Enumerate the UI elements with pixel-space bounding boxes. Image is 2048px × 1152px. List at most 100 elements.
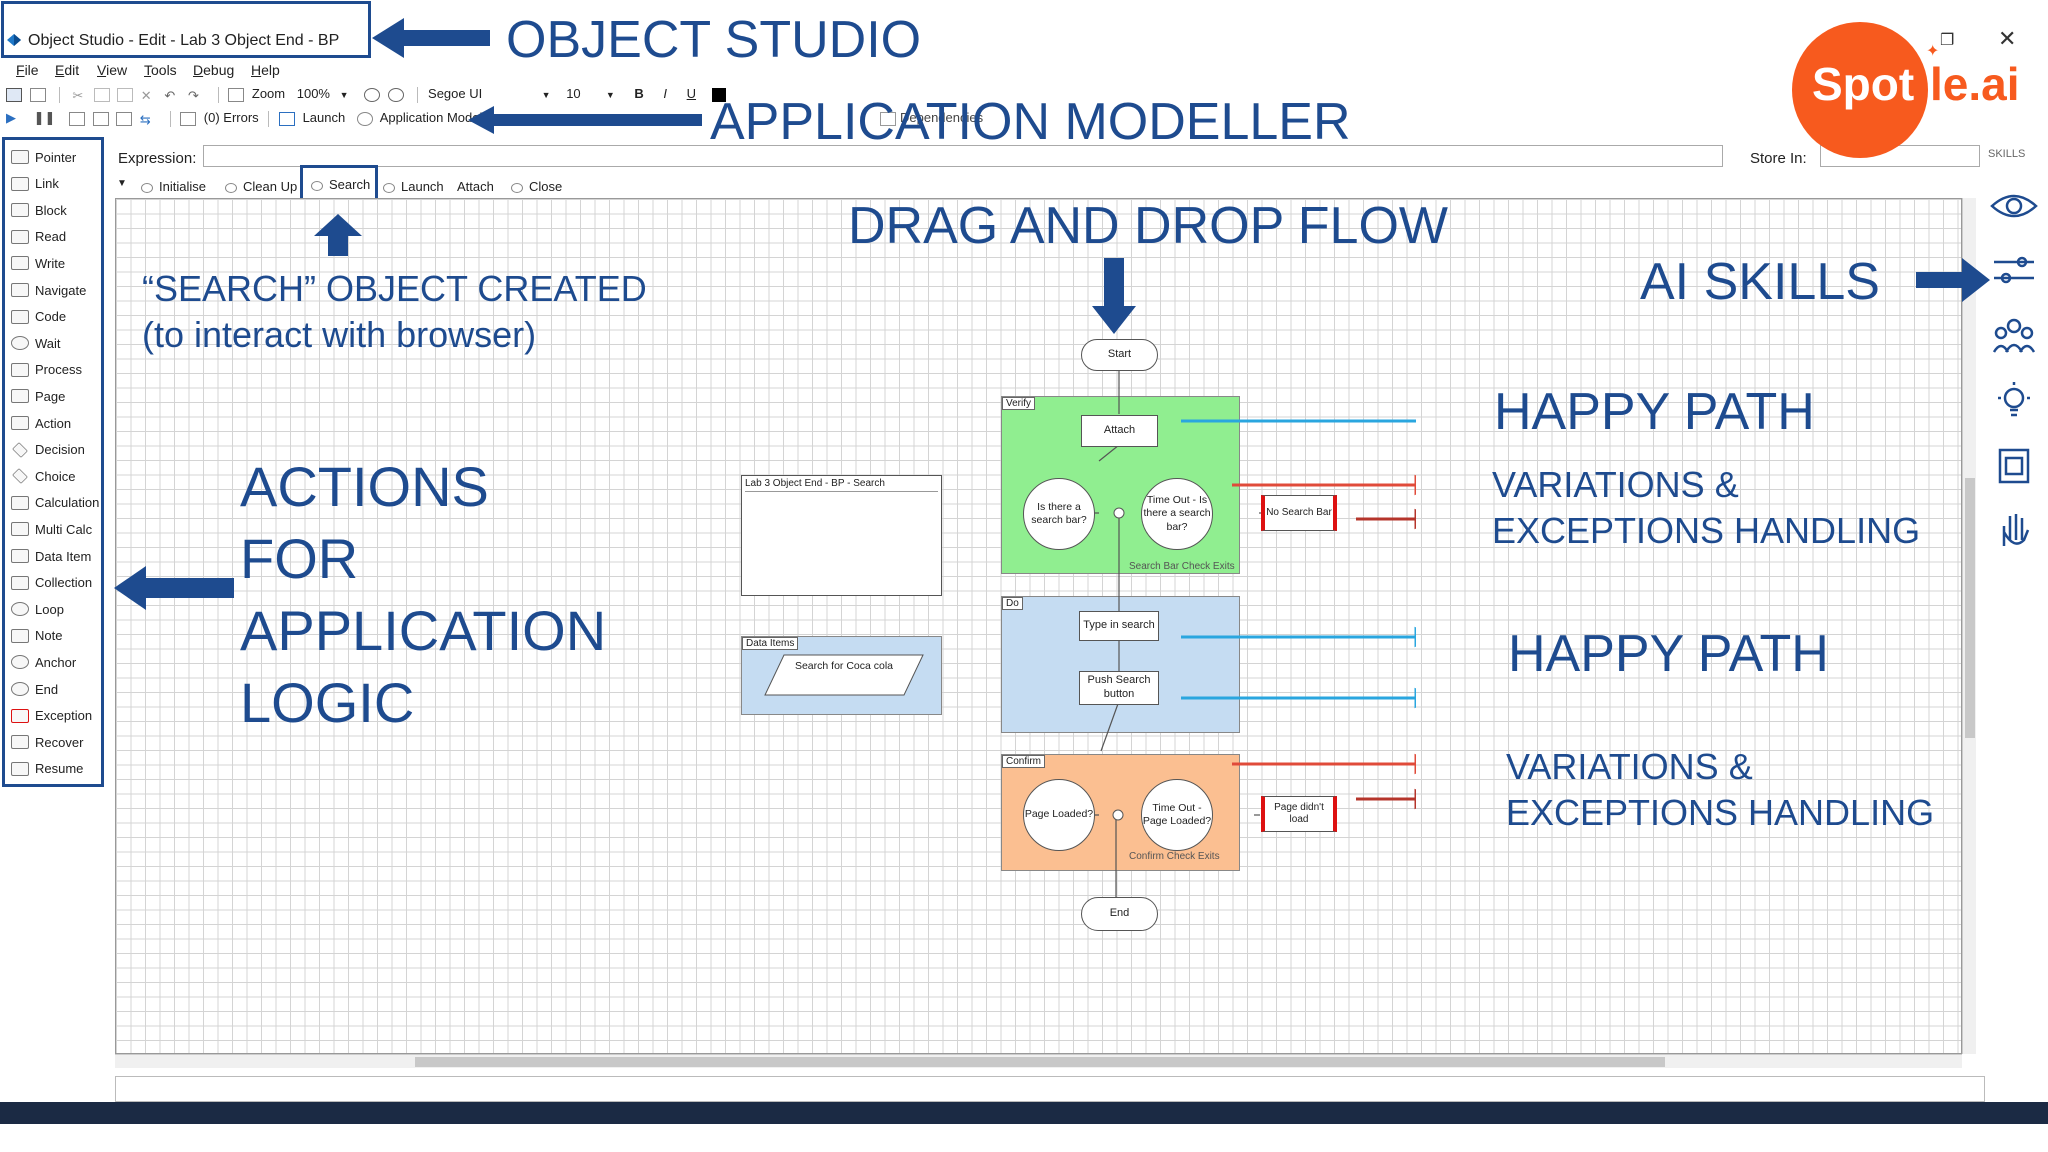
step-over-icon[interactable] [92, 111, 109, 126]
paste-icon[interactable] [117, 87, 134, 102]
end-stage[interactable]: End [1081, 897, 1158, 931]
color-picker[interactable] [711, 87, 726, 102]
menu-edit[interactable]: Edit [55, 62, 80, 78]
palette-item-data-item[interactable]: Data Item [11, 545, 91, 567]
decision-timeout-search[interactable]: Time Out - Is there a search bar? [1141, 478, 1213, 550]
palette-item-block[interactable]: Block [11, 199, 67, 221]
frame-icon[interactable] [1990, 446, 2038, 486]
menu-debug[interactable]: Debug [193, 62, 235, 78]
palette-item-resume[interactable]: Resume [11, 758, 83, 780]
close-icon[interactable]: ✕ [1998, 26, 2017, 51]
zoom-in-icon[interactable] [364, 87, 381, 102]
exception-no-search-bar[interactable]: No Search Bar [1261, 495, 1337, 531]
chevron-down-icon[interactable]: ▼ [339, 90, 349, 100]
horizontal-scroll-thumb[interactable] [415, 1057, 1665, 1067]
undo-icon[interactable]: ↶ [164, 87, 176, 103]
step-out-icon[interactable] [116, 111, 133, 126]
palette-item-link[interactable]: Link [11, 173, 59, 195]
process-canvas[interactable]: Lab 3 Object End - BP - Search Data Item… [115, 198, 1962, 1054]
tab-close[interactable]: Close [511, 179, 562, 194]
decision-search-bar[interactable]: Is there a search bar? [1023, 478, 1095, 550]
tab-initialise[interactable]: Initialise [141, 179, 206, 194]
palette-item-wait[interactable]: Wait [11, 332, 61, 354]
horizontal-scrollbar[interactable] [115, 1054, 1962, 1068]
collection-icon [11, 575, 29, 590]
palette-item-loop[interactable]: Loop [11, 598, 64, 620]
palette-item-process[interactable]: Process [11, 359, 82, 381]
palette-item-pointer[interactable]: Pointer [11, 146, 76, 168]
zoom-out-icon[interactable] [387, 87, 404, 102]
errors-icon[interactable] [180, 111, 197, 126]
save-icon[interactable] [6, 87, 22, 102]
decision-page-loaded[interactable]: Page Loaded? [1023, 779, 1095, 851]
redo-icon[interactable]: ↷ [188, 87, 199, 103]
font-select[interactable]: Segoe UI [428, 86, 483, 101]
palette-item-code[interactable]: Code [11, 306, 66, 328]
menu-view[interactable]: View [97, 62, 128, 78]
start-stage[interactable]: Start [1081, 339, 1158, 371]
menu-help[interactable]: Help [251, 62, 280, 78]
palette-item-collection[interactable]: Collection [11, 572, 92, 594]
italic-button[interactable]: I [663, 86, 668, 101]
tab-clean-up[interactable]: Clean Up [225, 179, 297, 194]
attach-action[interactable]: Attach [1081, 415, 1158, 447]
step-icon[interactable] [69, 111, 86, 126]
vertical-scrollbar[interactable] [1962, 198, 1976, 1054]
tabs-menu-icon[interactable]: ▼ [117, 178, 127, 189]
eye-icon[interactable] [1990, 186, 2038, 226]
type-in-search-stage[interactable]: Type in search [1079, 611, 1159, 641]
menu-file[interactable]: File [16, 62, 39, 78]
palette-item-choice[interactable]: Choice [11, 465, 75, 487]
delete-icon[interactable]: ✕ [140, 87, 152, 103]
palette-item-recover[interactable]: Recover [11, 731, 83, 753]
palette-item-page[interactable]: Page [11, 385, 65, 407]
run-icon[interactable]: ▶ [6, 110, 16, 125]
tab-search[interactable]: Search [311, 177, 370, 192]
lightbulb-icon[interactable] [1990, 380, 2038, 420]
palette-item-calculation[interactable]: Calculation [11, 492, 99, 514]
launch-icon[interactable] [278, 111, 295, 126]
errors-button[interactable]: (0) Errors [203, 110, 259, 125]
palette-item-navigate[interactable]: Navigate [11, 279, 86, 301]
page-icon [511, 182, 523, 193]
bold-button[interactable]: B [634, 86, 644, 101]
vertical-scroll-thumb[interactable] [1965, 478, 1975, 738]
palette-item-anchor[interactable]: Anchor [11, 651, 76, 673]
tab-launch[interactable]: Launch [383, 179, 444, 194]
underline-button[interactable]: U [686, 86, 697, 101]
application-modeller-button[interactable]: Application Modeller [379, 110, 497, 125]
app-modeller-icon[interactable] [356, 111, 373, 126]
chevron-down-icon[interactable]: ▼ [541, 90, 551, 100]
copy-icon[interactable] [93, 87, 110, 102]
data-item-shape[interactable] [764, 654, 924, 696]
palette-item-exception[interactable]: Exception [11, 705, 92, 727]
exception-page-not-loaded[interactable]: Page didn't load [1261, 796, 1337, 832]
reset-icon[interactable]: ⇆ [139, 111, 151, 127]
page-note[interactable]: Lab 3 Object End - BP - Search [741, 475, 942, 596]
zoom-select[interactable]: 100% [296, 86, 330, 101]
palette-item-end[interactable]: End [11, 678, 58, 700]
menu-tools[interactable]: Tools [144, 62, 177, 78]
palette-item-note[interactable]: Note [11, 625, 62, 647]
dependencies-button[interactable]: Dependencies [880, 110, 983, 134]
palette-item-write[interactable]: Write [11, 252, 65, 274]
chevron-down-icon[interactable]: ▼ [605, 90, 615, 100]
push-search-button-stage[interactable]: Push Search button [1079, 671, 1159, 705]
sliders-icon[interactable] [1990, 250, 2038, 290]
palette-item-multi-calc[interactable]: Multi Calc [11, 518, 92, 540]
palette-item-decision[interactable]: Decision [11, 439, 85, 461]
expression-input[interactable] [203, 145, 1723, 167]
restore-icon[interactable]: ❐ [1940, 32, 1955, 49]
launch-button[interactable]: Launch [302, 110, 346, 125]
palette-item-action[interactable]: Action [11, 412, 71, 434]
pause-icon[interactable]: ❚❚ [33, 110, 56, 125]
decision-timeout-page[interactable]: Time Out - Page Loaded? [1141, 779, 1213, 851]
cut-icon[interactable]: ✂ [72, 87, 84, 103]
palette-item-read[interactable]: Read [11, 226, 66, 248]
print-icon[interactable] [29, 87, 46, 102]
tab-attach[interactable]: Attach [457, 179, 494, 194]
team-icon[interactable] [1990, 316, 2038, 356]
page-setup-icon[interactable] [228, 87, 245, 102]
hand-icon[interactable] [1990, 510, 2038, 550]
font-size-select[interactable]: 10 [566, 86, 581, 101]
